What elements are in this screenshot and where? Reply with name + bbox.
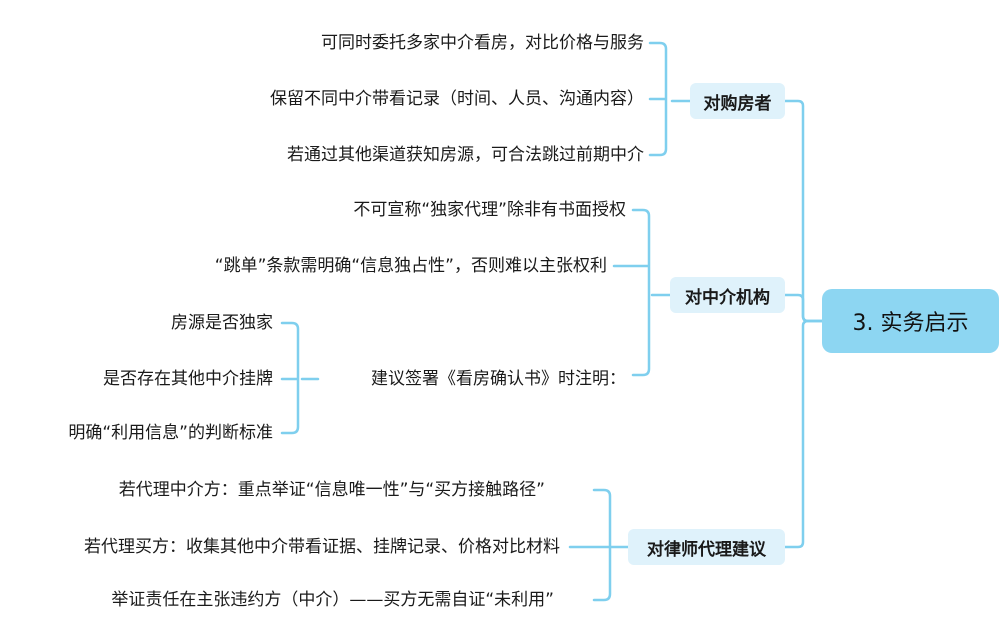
root-node[interactable]: 3. 实务启示 bbox=[822, 289, 999, 353]
leaf-sub-1[interactable]: 房源是否独家 bbox=[171, 313, 273, 333]
connector-root-lawyer bbox=[783, 319, 824, 549]
leaf-lawyer-2[interactable]: 若代理买方：收集其他中介带看证据、挂牌记录、价格对比材料 bbox=[84, 537, 560, 557]
leaf-lawyer-3[interactable]: 举证责任在主张违约方（中介）——买方无需自证“未利用” bbox=[111, 590, 554, 610]
leaf-sub-3[interactable]: 明确“利用信息”的判断标准 bbox=[68, 423, 273, 443]
connector-buyer-items bbox=[648, 41, 692, 157]
connector-lawyer-items bbox=[568, 488, 630, 602]
connector-root-buyer bbox=[783, 99, 824, 323]
connector-sub-items bbox=[280, 321, 320, 435]
branch-agency[interactable]: 对中介机构 bbox=[670, 277, 785, 313]
leaf-agency-2[interactable]: “跳单”条款需明确“信息独占性”，否则难以主张权利 bbox=[214, 256, 607, 276]
connector-root-agency bbox=[783, 293, 824, 323]
leaf-agency-3[interactable]: 建议签署《看房确认书》时注明： bbox=[371, 369, 626, 389]
leaf-sub-2[interactable]: 是否存在其他中介挂牌 bbox=[103, 369, 273, 389]
branch-lawyer[interactable]: 对律师代理建议 bbox=[628, 529, 785, 565]
leaf-buyer-3[interactable]: 若通过其他渠道获知房源，可合法跳过前期中介 bbox=[287, 145, 644, 165]
branch-buyer[interactable]: 对购房者 bbox=[690, 83, 785, 119]
leaf-buyer-1[interactable]: 可同时委托多家中介看房，对比价格与服务 bbox=[321, 33, 644, 53]
connector-agency-items bbox=[612, 208, 672, 377]
leaf-lawyer-1[interactable]: 若代理中介方：重点举证“信息唯一性”与“买方接触路径” bbox=[118, 480, 545, 500]
leaf-buyer-2[interactable]: 保留不同中介带看记录（时间、人员、沟通内容） bbox=[270, 89, 644, 109]
leaf-agency-1[interactable]: 不可宣称“独家代理”除非有书面授权 bbox=[353, 200, 626, 220]
